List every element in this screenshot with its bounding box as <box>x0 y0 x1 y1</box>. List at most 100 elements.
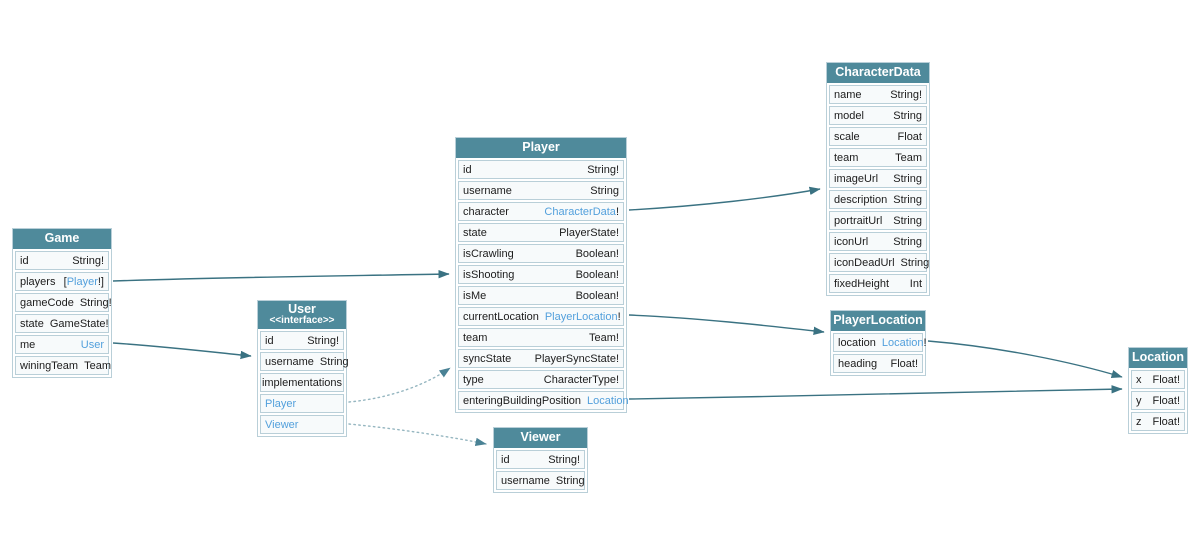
field-row-characterdata-name[interactable]: name String! <box>829 85 927 104</box>
field-name: implementations <box>261 376 343 389</box>
field-type: [Player!] <box>64 276 104 288</box>
field-row-player-enteringbuildingposition[interactable]: enteringBuildingPosition Location <box>458 391 629 410</box>
type-text: String! <box>79 296 112 309</box>
node-location-title[interactable]: Location <box>1129 348 1187 368</box>
field-type: Boolean! <box>576 290 619 302</box>
field-row-player-syncstate[interactable]: syncState PlayerSyncState! <box>458 349 624 368</box>
field-row-user-player[interactable]: Player <box>260 394 344 413</box>
field-name: Viewer <box>265 418 299 431</box>
node-viewer-title[interactable]: Viewer <box>494 428 587 448</box>
field-type: String! <box>307 335 339 347</box>
field-type: String <box>320 356 349 368</box>
type-link[interactable]: Location <box>587 394 629 407</box>
field-type: String <box>893 194 922 206</box>
node-user-title[interactable]: User<<interface>> <box>258 301 346 329</box>
field-name: location <box>838 336 876 349</box>
field-row-location-y[interactable]: y Float! <box>1131 391 1185 410</box>
type-link[interactable]: CharacterData <box>544 205 616 218</box>
type-text: PlayerState! <box>559 226 619 239</box>
field-row-user-implementations[interactable]: implementations <box>260 373 344 392</box>
field-row-characterdata-iconurl[interactable]: iconUrl String <box>829 232 927 251</box>
type-text: Float <box>897 130 922 143</box>
edge-game-me-to-user <box>112 342 252 360</box>
field-name: y <box>1136 394 1142 407</box>
field-type: String! <box>890 89 922 101</box>
field-row-playerlocation-location[interactable]: location Location! <box>833 333 927 352</box>
field-row-user-viewer[interactable]: Viewer <box>260 415 344 434</box>
field-type: Float <box>898 131 922 143</box>
field-type: Location! <box>882 337 927 349</box>
field-row-game-players[interactable]: players[Player!] <box>15 272 109 291</box>
field-type: Location <box>587 395 629 407</box>
type-text: String <box>319 355 349 368</box>
field-name: enteringBuildingPosition <box>463 394 582 407</box>
field-type: String! <box>587 164 619 176</box>
field-name: syncState <box>463 352 512 365</box>
field-row-game-gamecode[interactable]: gameCode String! <box>15 293 112 312</box>
edge-user-viewer-implementation <box>348 423 487 446</box>
field-name: portraitUrl <box>834 214 883 227</box>
node-player-title[interactable]: Player <box>456 138 626 158</box>
node-playerlocation-title[interactable]: PlayerLocation <box>831 311 925 331</box>
field-type: Team <box>895 152 922 164</box>
field-type: PlayerSyncState! <box>535 353 619 365</box>
type-text: !] <box>97 275 104 288</box>
field-name: model <box>834 109 864 122</box>
field-name: Player <box>265 397 297 410</box>
type-text: String <box>893 109 922 122</box>
field-name: gameCode <box>20 296 74 309</box>
type-text: String <box>893 214 922 227</box>
type-text: Boolean! <box>575 268 619 281</box>
type-link[interactable]: PlayerLocation <box>544 310 618 323</box>
type-link[interactable]: Location <box>881 336 924 349</box>
field-name: iconUrl <box>834 235 869 248</box>
field-name: username <box>265 355 314 368</box>
field-name: name <box>834 88 862 101</box>
field-row-characterdata-portraiturl[interactable]: portraitUrl String <box>829 211 927 230</box>
field-row-characterdata-scale[interactable]: scale Float <box>829 127 927 146</box>
node-title-text: User <box>288 302 316 317</box>
type-text: Float! <box>1152 394 1180 407</box>
field-row-characterdata-model[interactable]: model String <box>829 106 927 125</box>
field-type: String <box>893 236 922 248</box>
type-text: Team <box>84 359 111 372</box>
field-type: String! <box>80 297 112 309</box>
node-game-title[interactable]: Game <box>13 229 111 249</box>
field-name: scale <box>834 130 860 143</box>
field-row-user-username[interactable]: username String <box>260 352 349 371</box>
node-characterdata-title[interactable]: CharacterData <box>827 63 929 83</box>
field-type: Float! <box>1152 416 1180 428</box>
type-text: String! <box>890 88 922 101</box>
type-link[interactable]: Player <box>66 275 98 288</box>
type-link[interactable]: User <box>80 338 104 351</box>
field-type: CharacterType! <box>544 374 619 386</box>
